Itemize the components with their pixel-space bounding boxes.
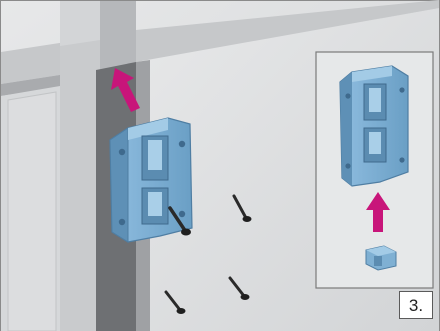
step-number: 3. <box>409 297 423 314</box>
clip-piece-icon <box>366 246 396 270</box>
detail-inset <box>316 52 433 288</box>
corner-post-front <box>60 1 100 331</box>
corner-post-top <box>60 1 100 46</box>
step-number-badge: 3. <box>399 291 433 319</box>
left-panel-inner <box>8 92 56 331</box>
inset-bracket <box>340 66 408 186</box>
